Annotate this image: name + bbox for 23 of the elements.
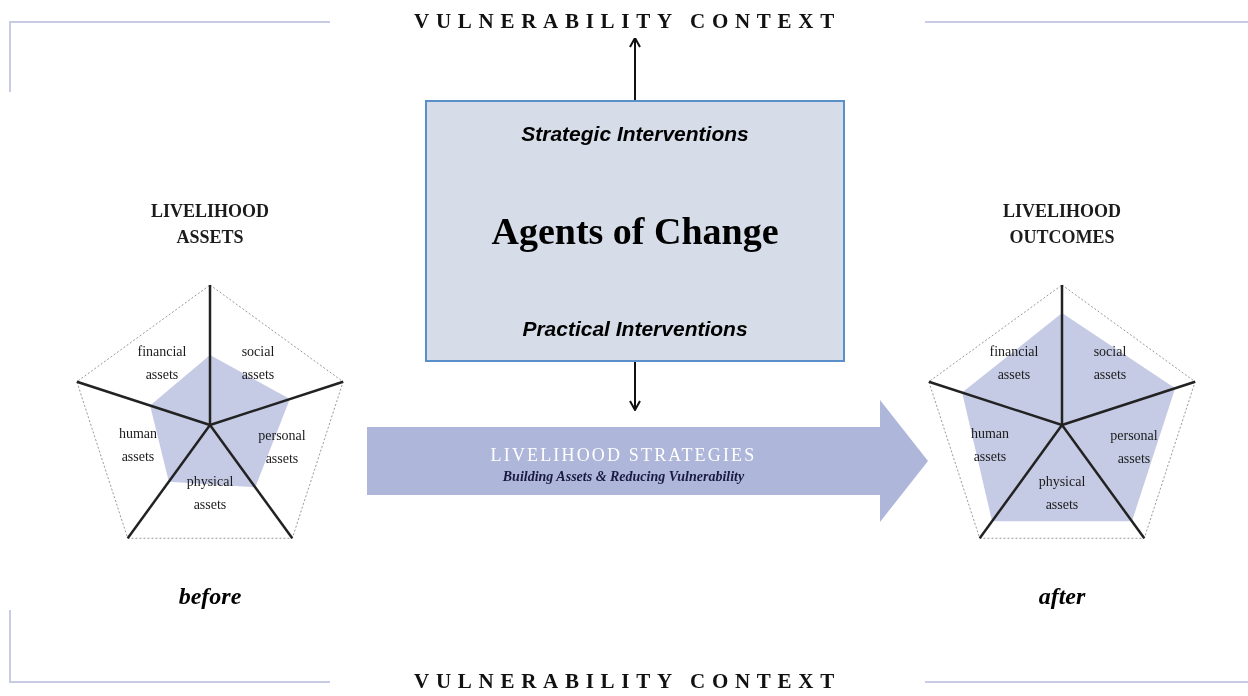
asset-label: personal assets bbox=[257, 427, 307, 468]
asset-label: physical assets bbox=[1037, 473, 1087, 514]
pentagon-heading: LIVELIHOOD ASSETS bbox=[150, 200, 270, 249]
asset-label: social assets bbox=[240, 343, 276, 384]
asset-label: financial assets bbox=[988, 343, 1040, 384]
arrow bbox=[629, 361, 641, 411]
box-subtitle: Practical Interventions bbox=[522, 315, 748, 342]
asset-label: social assets bbox=[1092, 343, 1128, 384]
agents-box bbox=[425, 100, 845, 362]
arrow bbox=[629, 37, 641, 101]
pentagon-heading: LIVELIHOOD OUTCOMES bbox=[1002, 200, 1122, 249]
asset-label: financial assets bbox=[136, 343, 188, 384]
arrow-title: LIVELIHOOD STRATEGIES bbox=[490, 444, 757, 467]
block-arrow bbox=[367, 400, 928, 522]
asset-label: human assets bbox=[969, 425, 1011, 466]
box-subtitle: Strategic Interventions bbox=[521, 121, 749, 147]
asset-label: physical assets bbox=[185, 473, 235, 514]
stage-caption: after bbox=[1037, 582, 1087, 611]
asset-label: personal assets bbox=[1109, 427, 1159, 468]
box-title: Agents of Change bbox=[491, 208, 779, 254]
arrow-subtitle: Building Assets & Reducing Vulnerability bbox=[502, 469, 745, 485]
stage-caption: before bbox=[177, 582, 243, 611]
asset-label: human assets bbox=[117, 425, 159, 466]
